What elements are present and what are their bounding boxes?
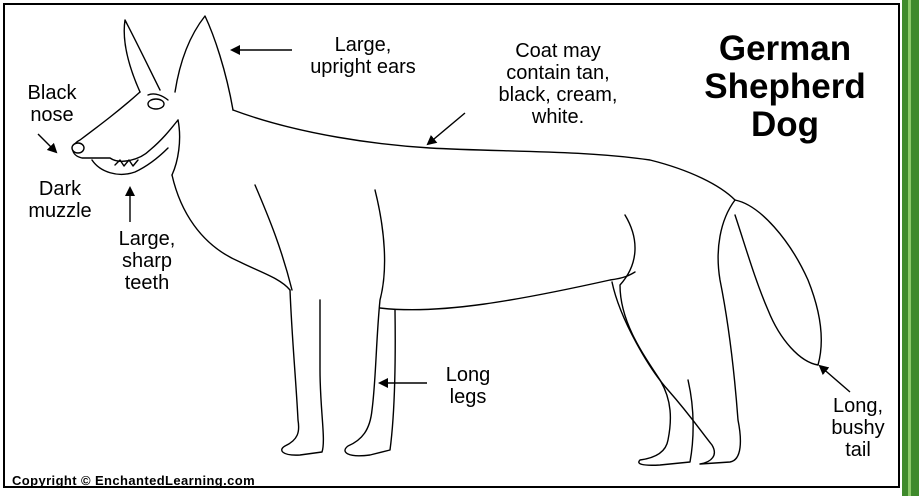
label-tail: Long, bushy tail xyxy=(808,395,908,461)
dog-belly xyxy=(380,272,635,310)
copyright-notice: Copyright © EnchantedLearning.com xyxy=(12,473,255,488)
dog-tail xyxy=(735,200,821,365)
label-nose: Black nose xyxy=(12,82,92,126)
dog-front-leg-left xyxy=(282,290,324,455)
label-ears: Large, upright ears xyxy=(283,34,443,78)
diagram-title: German Shepherd Dog xyxy=(660,30,910,144)
arrow-tail xyxy=(820,366,850,392)
label-muzzle: Dark muzzle xyxy=(10,178,110,222)
dog-right-ear xyxy=(175,16,233,110)
label-teeth: Large, sharp teeth xyxy=(92,228,202,294)
dog-left-ear xyxy=(124,20,160,92)
dog-hind-leg-left xyxy=(620,215,693,465)
dog-cheek xyxy=(172,120,180,175)
dog-nose xyxy=(72,143,84,153)
dog-eye xyxy=(148,99,164,109)
dog-elbow xyxy=(255,185,292,290)
label-legs: Long legs xyxy=(418,364,518,408)
label-coat: Coat may contain tan, black, cream, whit… xyxy=(453,40,663,128)
arrow-nose xyxy=(38,134,56,152)
dog-front-leg-right xyxy=(345,190,395,456)
dog-hind-leg-right xyxy=(612,200,740,464)
